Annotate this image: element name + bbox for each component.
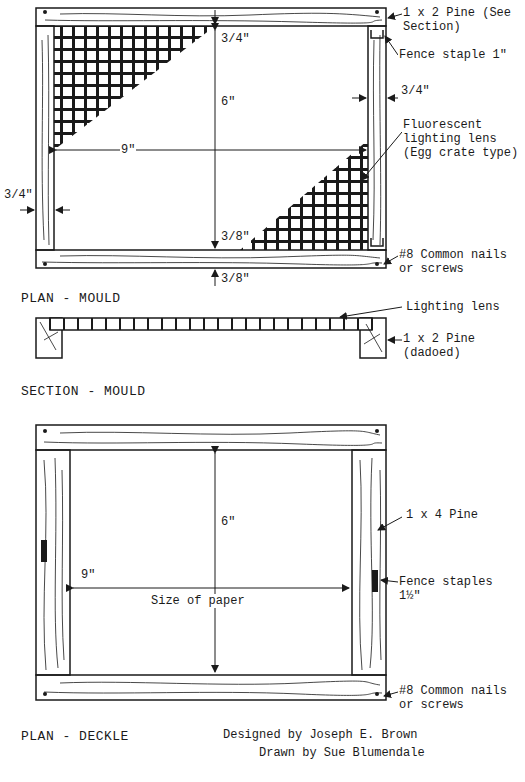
lens-cells [50, 318, 372, 330]
dimension: 3/4" [3, 188, 34, 202]
nails [43, 10, 379, 266]
lens-cell-wall [77, 318, 79, 330]
part-label: #8 Common nails or screws [398, 684, 522, 712]
lens-cell-wall [287, 318, 289, 330]
lens-cell-wall [147, 318, 149, 330]
lens-cell-wall [259, 318, 261, 330]
lens-cell-wall [119, 318, 121, 330]
part-label: Fence staple 1" [398, 48, 522, 62]
part-label: Lighting lens [405, 300, 501, 314]
lens-cell-wall [343, 318, 345, 330]
lens-cell-wall [357, 318, 359, 330]
lens-cell-wall [245, 318, 247, 330]
lens-cell-wall [371, 318, 373, 330]
dimension-lines [73, 453, 349, 672]
leader-lines [362, 14, 402, 264]
dimension-lines [20, 10, 398, 286]
lens-cell-wall [133, 318, 135, 330]
dimension: 3/8" [220, 272, 251, 286]
mould-section [36, 318, 386, 358]
part-label: Fence staples 1½" [398, 575, 522, 603]
lens-cell-wall [63, 318, 65, 330]
fence-staples [371, 30, 383, 246]
credit: Drawn by Sue Blumendale [258, 746, 426, 760]
view-title: SECTION - MOULD [20, 385, 147, 399]
deckle-frame [36, 425, 386, 700]
part-label: Fluorescent lighting lens (Egg crate typ… [402, 118, 522, 160]
lens-cell-wall [91, 318, 93, 330]
lens-cell-wall [161, 318, 163, 330]
lens-cell-wall [231, 318, 233, 330]
leader-lines [340, 307, 402, 340]
lens-cell-wall [105, 318, 107, 330]
part-label: 1 x 2 Pine (dadoed) [402, 332, 522, 360]
lens-cell-wall [189, 318, 191, 330]
lens-cell-wall [301, 318, 303, 330]
staples-and-nails [41, 429, 379, 696]
lens-cell-wall [329, 318, 331, 330]
lens-cell-wall [49, 318, 51, 330]
egg-crate-lens [54, 26, 215, 150]
dimension: 3/8" [220, 230, 251, 244]
dimension: 6" [220, 515, 236, 529]
view-title: PLAN - MOULD [20, 292, 122, 306]
dimension: 3/4" [220, 32, 251, 46]
lens-cell-wall [273, 318, 275, 330]
dimension: 9" [80, 568, 96, 582]
view-title: PLAN - DECKLE [20, 730, 130, 744]
lens-cell-wall [315, 318, 317, 330]
leader-lines [378, 517, 402, 696]
lens-cell-wall [175, 318, 177, 330]
lens-cell-wall [203, 318, 205, 330]
part-label: 1 x 2 Pine (See Section) [402, 6, 522, 34]
dimension: 9" [120, 143, 136, 157]
egg-crate-lens [240, 140, 368, 250]
lens-cell-wall [217, 318, 219, 330]
dimension: 3/4" [400, 84, 431, 98]
part-label: 1 x 4 Pine [405, 508, 479, 522]
credit: Designed by Joseph E. Brown [222, 728, 418, 742]
part-label: #8 Common nails or screws [398, 248, 522, 276]
dimension: 6" [220, 95, 236, 109]
mould-frame [36, 8, 386, 268]
dimension-note: Size of paper [150, 594, 246, 608]
